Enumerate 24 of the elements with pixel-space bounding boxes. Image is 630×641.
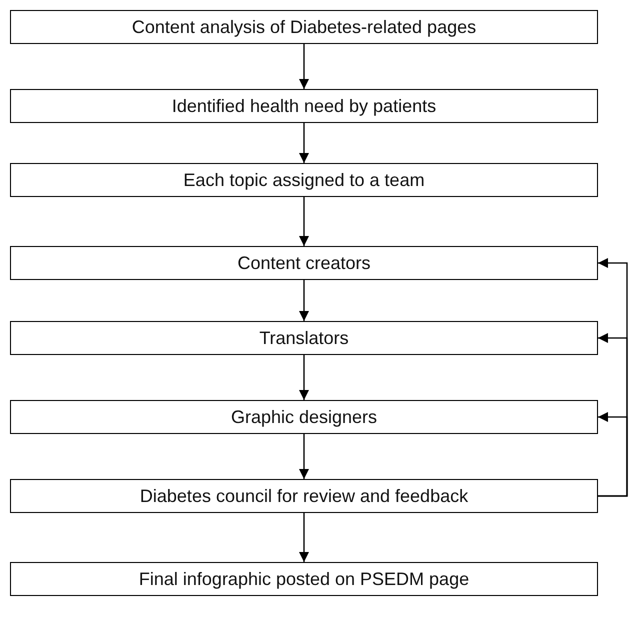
arrow: [299, 123, 309, 163]
box-label: Graphic designers: [230, 406, 378, 428]
arrow: [299, 280, 309, 321]
box-label: Translators: [259, 328, 349, 348]
box-label: Diabetes council for review and feedback: [140, 486, 468, 506]
process-box: [10, 321, 598, 355]
box-label: Each topic assigned to a team: [183, 170, 425, 190]
arrow: [299, 513, 309, 562]
process-box: [10, 400, 598, 434]
arrow: [299, 197, 309, 246]
process-box: [10, 479, 598, 513]
box-label: Content creators: [237, 252, 371, 274]
process-box: [10, 163, 598, 197]
process-box: [10, 246, 598, 280]
process-box: [10, 10, 598, 44]
process-box: [10, 562, 598, 596]
arrow: [299, 44, 309, 89]
process-box: [10, 89, 598, 123]
box-label: Final infographic posted on PSEDM page: [138, 568, 470, 590]
box-label: Content analysis of Diabetes-related pages: [132, 16, 476, 38]
arrow: [299, 355, 309, 400]
box-label: Identified health need by patients: [172, 96, 436, 116]
arrow: [598, 412, 628, 497]
arrow: [299, 434, 309, 479]
